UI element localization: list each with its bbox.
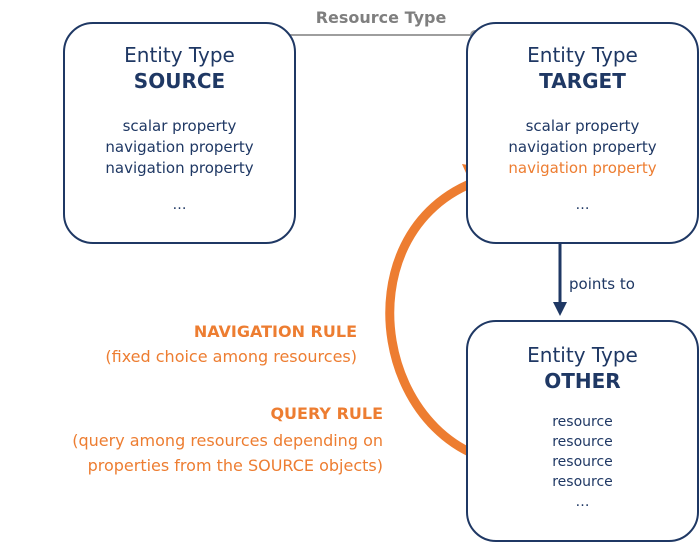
source-name: SOURCE [133,69,226,93]
source-property: scalar property [122,117,237,135]
entity-box-source: Entity Type SOURCE scalar property navig… [63,22,296,244]
target-ellipsis: … [575,197,590,213]
target-title: Entity Type [527,43,638,67]
points-to-label: points to [569,275,635,293]
entity-box-other: Entity Type OTHER resource resource reso… [466,320,699,542]
resource-type-label: Resource Type [315,8,447,27]
query-rule-title: QUERY RULE [270,404,383,423]
target-property-highlighted: navigation property [508,159,657,177]
target-property: scalar property [525,117,640,135]
other-resource: resource [552,414,613,430]
target-property: navigation property [508,138,657,156]
query-rule-description-line1: (query among resources depending on [72,431,383,450]
entity-box-target: Entity Type TARGET scalar property navig… [466,22,699,244]
query-rule-description-line2: properties from the SOURCE objects) [87,456,383,475]
other-name: OTHER [544,369,621,393]
target-name: TARGET [539,69,626,93]
target-properties: scalar property navigation property navi… [468,116,697,179]
other-resources: resource resource resource resource … [468,412,697,512]
other-ellipsis: … [575,494,590,510]
navigation-rule-description: (fixed choice among resources) [105,347,357,366]
other-title: Entity Type [527,343,638,367]
source-property: navigation property [105,138,254,156]
other-resource: resource [552,474,613,490]
points-to-arrowhead [553,302,567,316]
source-title: Entity Type [124,43,235,67]
other-resource: resource [552,434,613,450]
source-ellipsis: … [172,197,187,213]
other-resource: resource [552,454,613,470]
source-property: navigation property [105,159,254,177]
source-properties: scalar property navigation property navi… [65,116,294,179]
navigation-rule-title: NAVIGATION RULE [193,322,357,341]
